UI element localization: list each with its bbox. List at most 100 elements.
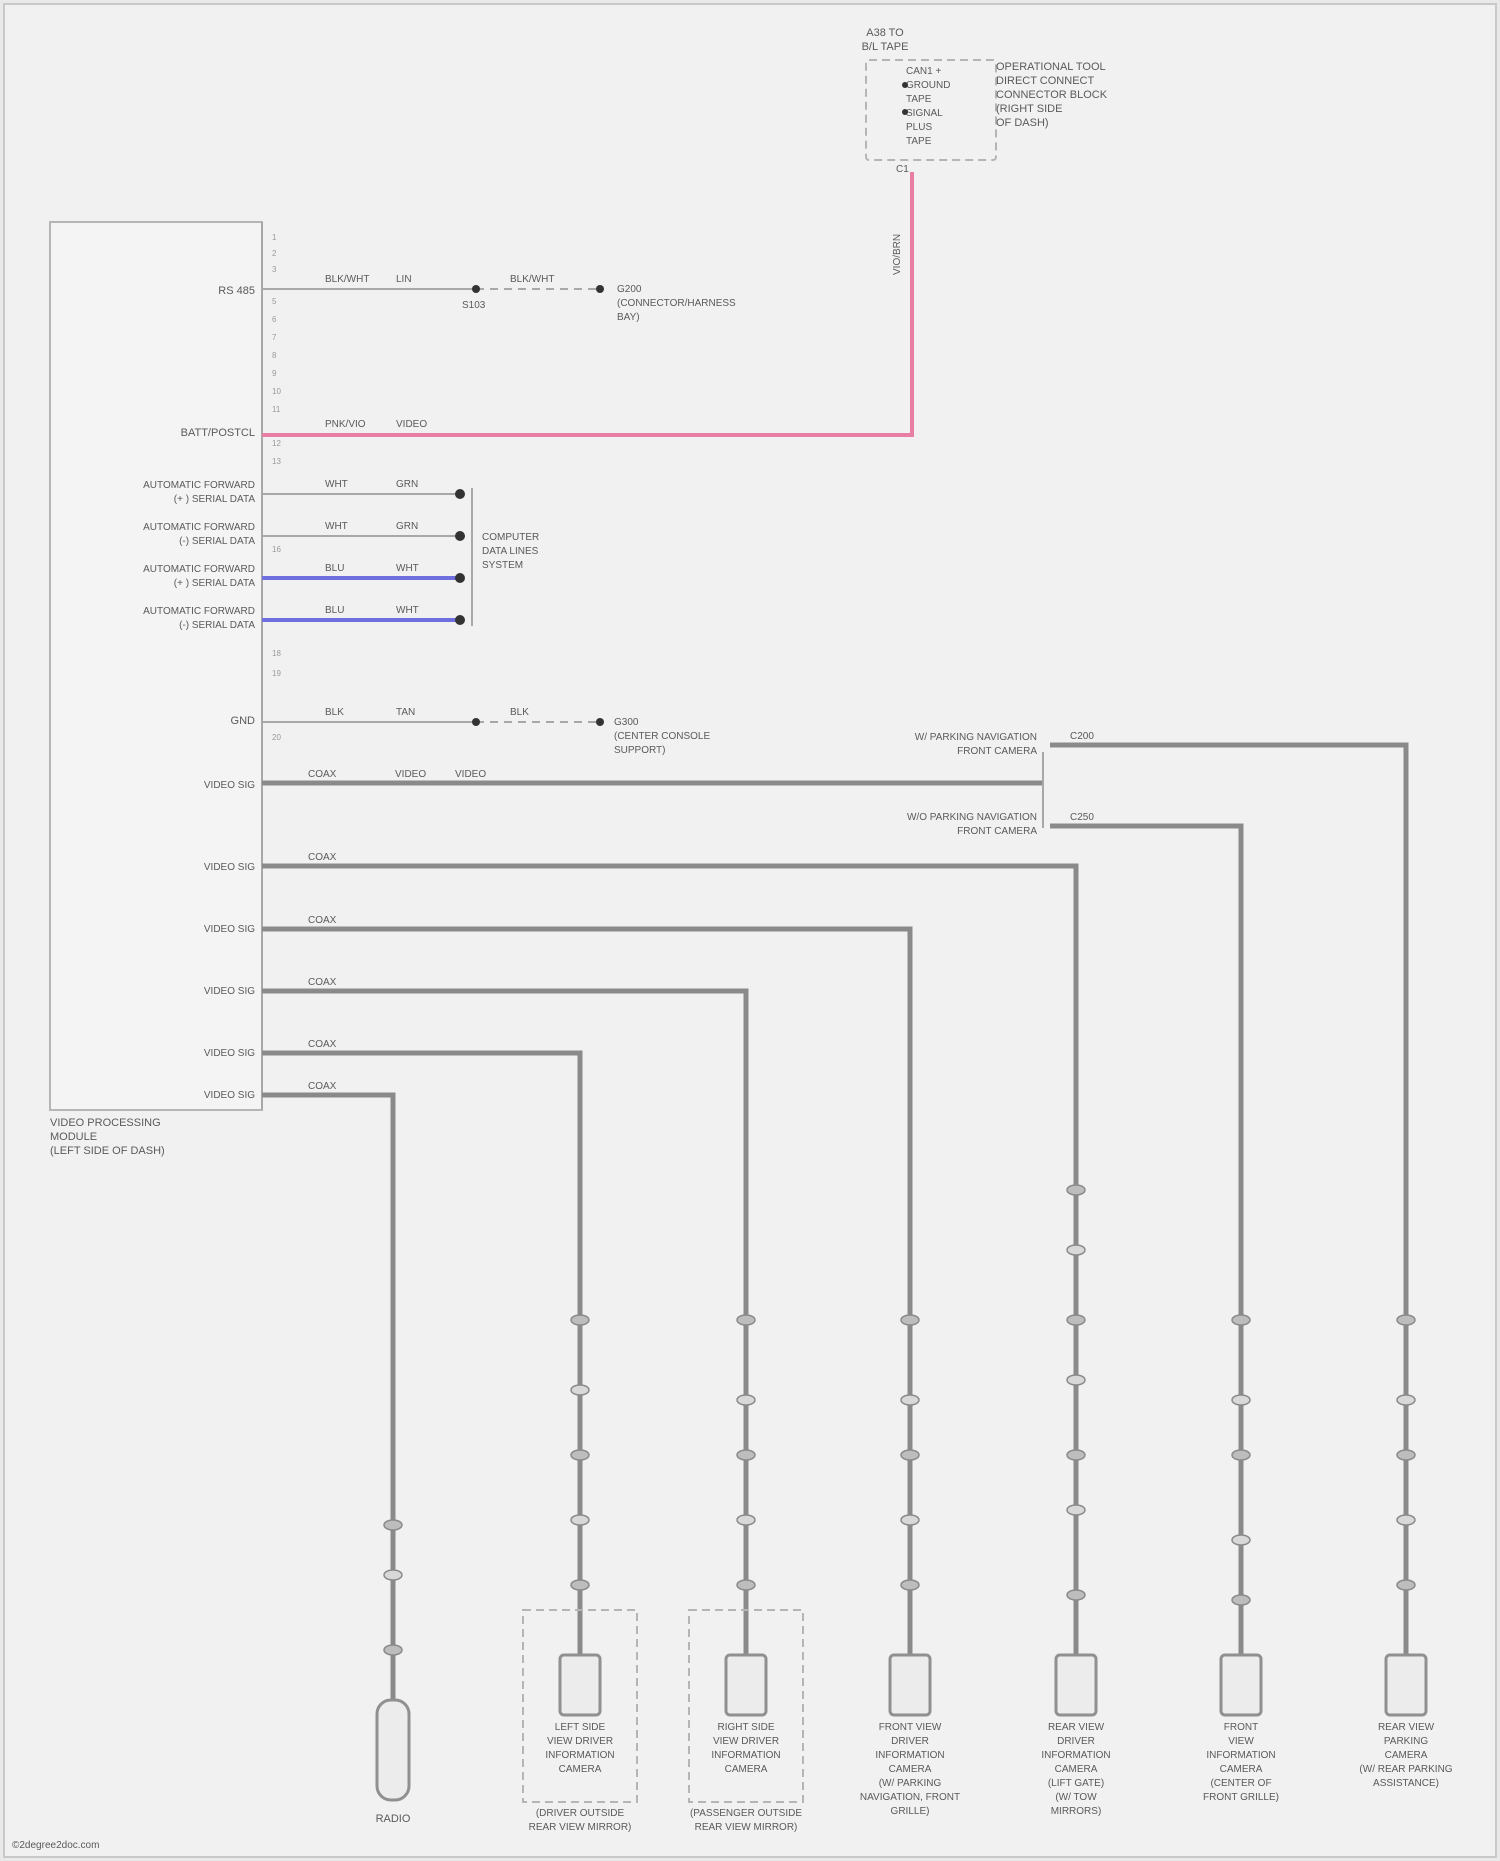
svg-text:BLU: BLU: [325, 605, 344, 616]
svg-text:CAN1 +: CAN1 +: [906, 66, 941, 77]
svg-text:GND: GND: [231, 715, 256, 727]
svg-text:COMPUTER: COMPUTER: [482, 532, 539, 543]
svg-text:VIEW: VIEW: [1228, 1736, 1254, 1747]
svg-text:5: 5: [272, 297, 277, 306]
svg-text:G200: G200: [617, 284, 642, 295]
svg-text:10: 10: [272, 387, 281, 396]
svg-text:11: 11: [272, 405, 281, 414]
svg-text:DRIVER: DRIVER: [1057, 1736, 1095, 1747]
inline-connector-0-2: [384, 1645, 402, 1655]
svg-text:TAN: TAN: [396, 707, 415, 718]
svg-text:TAPE: TAPE: [906, 136, 932, 147]
svg-text:BLK/WHT: BLK/WHT: [325, 274, 369, 285]
svg-text:VIDEO SIG: VIDEO SIG: [204, 924, 255, 935]
svg-text:GROUND: GROUND: [906, 80, 950, 91]
svg-text:C1: C1: [896, 164, 909, 175]
svg-text:(-) SERIAL DATA: (-) SERIAL DATA: [179, 620, 255, 631]
svg-text:PNK/VIO: PNK/VIO: [325, 419, 366, 430]
inline-connector-2-1: [737, 1395, 755, 1405]
svg-text:CAMERA: CAMERA: [1055, 1764, 1098, 1775]
inline-connector-0-0: [384, 1520, 402, 1530]
svg-text:CAMERA: CAMERA: [559, 1764, 602, 1775]
inline-connector-6-1: [1397, 1395, 1415, 1405]
svg-text:16: 16: [272, 545, 281, 554]
svg-text:CAMERA: CAMERA: [1220, 1764, 1263, 1775]
svg-text:S103: S103: [462, 300, 486, 311]
svg-text:13: 13: [272, 457, 281, 466]
svg-text:COAX: COAX: [308, 1039, 337, 1050]
svg-text:INFORMATION: INFORMATION: [545, 1750, 614, 1761]
inline-connector-5-2: [1232, 1450, 1250, 1460]
svg-text:12: 12: [272, 439, 281, 448]
inline-connector-5-1: [1232, 1395, 1250, 1405]
svg-text:VIDEO SIG: VIDEO SIG: [204, 986, 255, 997]
svg-text:INFORMATION: INFORMATION: [875, 1750, 944, 1761]
svg-text:CAMERA: CAMERA: [889, 1764, 932, 1775]
svg-text:3: 3: [272, 265, 277, 274]
svg-text:(+ ) SERIAL DATA: (+ ) SERIAL DATA: [174, 578, 256, 589]
svg-text:AUTOMATIC FORWARD: AUTOMATIC FORWARD: [143, 606, 255, 617]
svg-text:NAVIGATION, FRONT: NAVIGATION, FRONT: [860, 1792, 960, 1803]
svg-text:SUPPORT): SUPPORT): [614, 745, 666, 756]
svg-text:BATT/POSTCL: BATT/POSTCL: [181, 427, 255, 439]
svg-text:GRN: GRN: [396, 521, 418, 532]
svg-text:W/O PARKING NAVIGATION: W/O PARKING NAVIGATION: [907, 812, 1037, 823]
svg-text:(CENTER CONSOLE: (CENTER CONSOLE: [614, 731, 710, 742]
svg-text:VIDEO SIG: VIDEO SIG: [204, 780, 255, 791]
svg-text:FRONT: FRONT: [1224, 1722, 1258, 1733]
svg-text:OPERATIONAL TOOL: OPERATIONAL TOOL: [996, 61, 1106, 73]
svg-text:INFORMATION: INFORMATION: [711, 1750, 780, 1761]
svg-text:(DRIVER OUTSIDE: (DRIVER OUTSIDE: [536, 1808, 625, 1819]
svg-text:FRONT CAMERA: FRONT CAMERA: [957, 746, 1037, 757]
inline-connector-6-0: [1397, 1315, 1415, 1325]
inline-connector-4-4: [1067, 1450, 1085, 1460]
svg-text:INFORMATION: INFORMATION: [1206, 1750, 1275, 1761]
svg-text:ASSISTANCE): ASSISTANCE): [1373, 1778, 1439, 1789]
svg-text:VIDEO: VIDEO: [396, 419, 427, 430]
svg-text:C200: C200: [1070, 731, 1094, 742]
svg-text:LIN: LIN: [396, 274, 412, 285]
svg-text:(LEFT SIDE OF DASH): (LEFT SIDE OF DASH): [50, 1145, 165, 1157]
svg-text:FRONT GRILLE): FRONT GRILLE): [1203, 1792, 1279, 1803]
inline-connector-3-2: [901, 1450, 919, 1460]
svg-text:BLK/WHT: BLK/WHT: [510, 274, 554, 285]
svg-text:COAX: COAX: [308, 1081, 337, 1092]
svg-text:VIDEO: VIDEO: [455, 769, 486, 780]
svg-text:(LIFT GATE): (LIFT GATE): [1048, 1778, 1104, 1789]
inline-connector-5-3: [1232, 1535, 1250, 1545]
svg-text:COAX: COAX: [308, 769, 337, 780]
inline-connector-5-0: [1232, 1315, 1250, 1325]
svg-text:19: 19: [272, 669, 281, 678]
svg-text:7: 7: [272, 333, 277, 342]
svg-text:TAPE: TAPE: [906, 94, 932, 105]
svg-text:VIEW DRIVER: VIEW DRIVER: [547, 1736, 613, 1747]
svg-text:GRILLE): GRILLE): [891, 1806, 930, 1817]
svg-text:6: 6: [272, 315, 277, 324]
svg-text:DATA LINES: DATA LINES: [482, 546, 539, 557]
svg-text:AUTOMATIC FORWARD: AUTOMATIC FORWARD: [143, 522, 255, 533]
svg-text:COAX: COAX: [308, 852, 337, 863]
svg-text:BLK: BLK: [325, 707, 344, 718]
svg-text:(W/ REAR PARKING: (W/ REAR PARKING: [1359, 1764, 1452, 1775]
top-connector-header-1: A38 TO: [866, 27, 904, 39]
svg-text:C250: C250: [1070, 812, 1094, 823]
inline-connector-4-2: [1067, 1315, 1085, 1325]
video-processing-module: VIDEO PROCESSING MODULE (LEFT SIDE OF DA…: [50, 222, 281, 1157]
svg-text:9: 9: [272, 369, 277, 378]
top-connector-header-2: B/L TAPE: [862, 41, 909, 53]
svg-text:(CONNECTOR/HARNESS: (CONNECTOR/HARNESS: [617, 298, 736, 309]
svg-text:(CENTER OF: (CENTER OF: [1210, 1778, 1271, 1789]
svg-text:(W/ TOW: (W/ TOW: [1055, 1792, 1097, 1803]
inline-connector-3-4: [901, 1580, 919, 1590]
svg-text:VIDEO SIG: VIDEO SIG: [204, 1090, 255, 1101]
inline-connector-1-3: [571, 1515, 589, 1525]
svg-text:8: 8: [272, 351, 277, 360]
svg-text:CONNECTOR BLOCK: CONNECTOR BLOCK: [996, 89, 1108, 101]
svg-text:W/ PARKING NAVIGATION: W/ PARKING NAVIGATION: [915, 732, 1037, 743]
inline-connector-3-1: [901, 1395, 919, 1405]
svg-text:RS 485: RS 485: [218, 285, 255, 297]
inline-connector-1-0: [571, 1315, 589, 1325]
svg-text:OF DASH): OF DASH): [996, 117, 1049, 129]
svg-text:BLU: BLU: [325, 563, 344, 574]
svg-text:SYSTEM: SYSTEM: [482, 560, 523, 571]
